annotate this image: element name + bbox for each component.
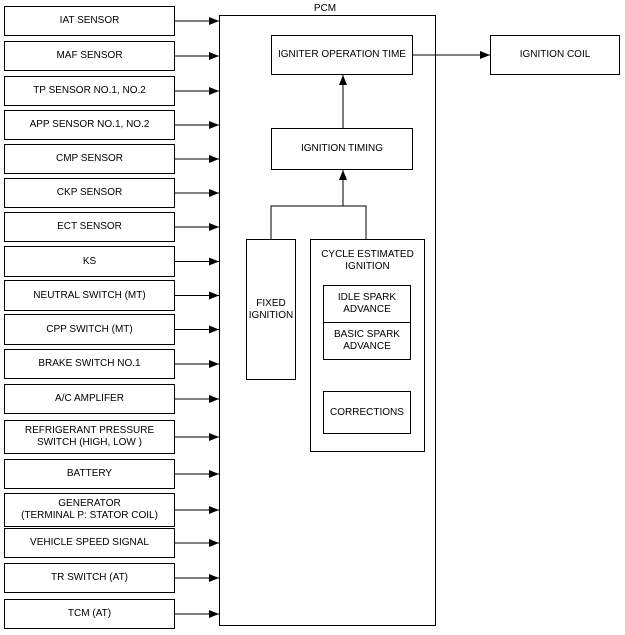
input-box: TP SENSOR NO.1, NO.2 [4,76,175,106]
cycle-estimated-ignition-label: CYCLE ESTIMATED IGNITION [321,249,414,272]
input-box: CMP SENSOR [4,144,175,174]
input-box: ECT SENSOR [4,212,175,242]
input-box: CPP SWITCH (MT) [4,314,175,345]
input-box: MAF SENSOR [4,41,175,71]
basic-spark-advance-box: BASIC SPARK ADVANCE [323,322,411,360]
input-box: BATTERY [4,459,175,489]
input-box: TR SWITCH (AT) [4,563,175,593]
corrections-box: CORRECTIONS [323,391,411,434]
igniter-operation-time-box: IGNITER OPERATION TIME [271,35,413,75]
input-box: REFRIGERANT PRESSURE SWITCH (HIGH, LOW ) [4,420,175,454]
ignition-coil-box: IGNITION COIL [490,35,620,75]
input-box: KS [4,246,175,277]
input-box: BRAKE SWITCH NO.1 [4,349,175,379]
merge-line [270,205,367,239]
input-box: NEUTRAL SWITCH (MT) [4,280,175,311]
pcm-label: PCM [313,3,337,14]
input-box: A/C AMPLIFER [4,384,175,414]
input-box: CKP SENSOR [4,178,175,208]
fixed-ignition-box: FIXED IGNITION [246,239,296,380]
ignition-timing-box: IGNITION TIMING [271,128,413,170]
input-box: TCM (AT) [4,599,175,629]
input-box: IAT SENSOR [4,6,175,36]
input-box: VEHICLE SPEED SIGNAL [4,528,175,558]
pcm-container [219,15,436,626]
input-box: APP SENSOR NO.1, NO.2 [4,110,175,140]
input-box: GENERATOR (TERMINAL P: STATOR COIL) [4,493,175,527]
idle-spark-advance-box: IDLE SPARK ADVANCE [323,285,411,323]
